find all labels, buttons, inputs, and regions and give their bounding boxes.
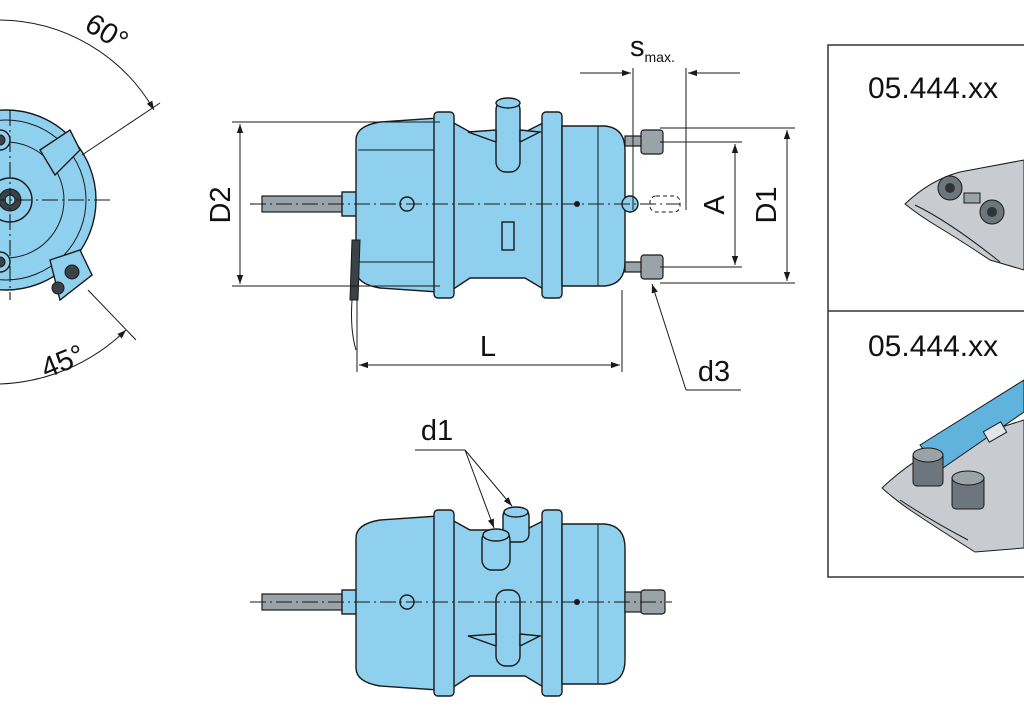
angle-45-label: 45° (37, 339, 90, 385)
bottom-view (250, 449, 672, 697)
dim-l-label: L (480, 331, 496, 363)
side-view (250, 97, 681, 351)
dim-d2-label: D2 (205, 186, 237, 223)
variant-2-illustration (881, 379, 1024, 553)
s-max-label: smax. (630, 31, 675, 65)
dim-d3-label: d3 (698, 356, 730, 388)
variant-1-illustration (904, 159, 1024, 271)
dimensions (232, 68, 795, 391)
variant-1-part-number: 05.444.xx (868, 72, 998, 105)
angle-60-label: 60° (79, 8, 133, 58)
dim-d1-port-label: d1 (421, 415, 453, 447)
variant-2-part-number: 05.444.xx (868, 330, 998, 363)
end-view (0, 19, 161, 385)
dim-a-label: A (699, 195, 731, 215)
dim-d1-label: D1 (751, 186, 783, 223)
variant-panel (827, 44, 1024, 578)
